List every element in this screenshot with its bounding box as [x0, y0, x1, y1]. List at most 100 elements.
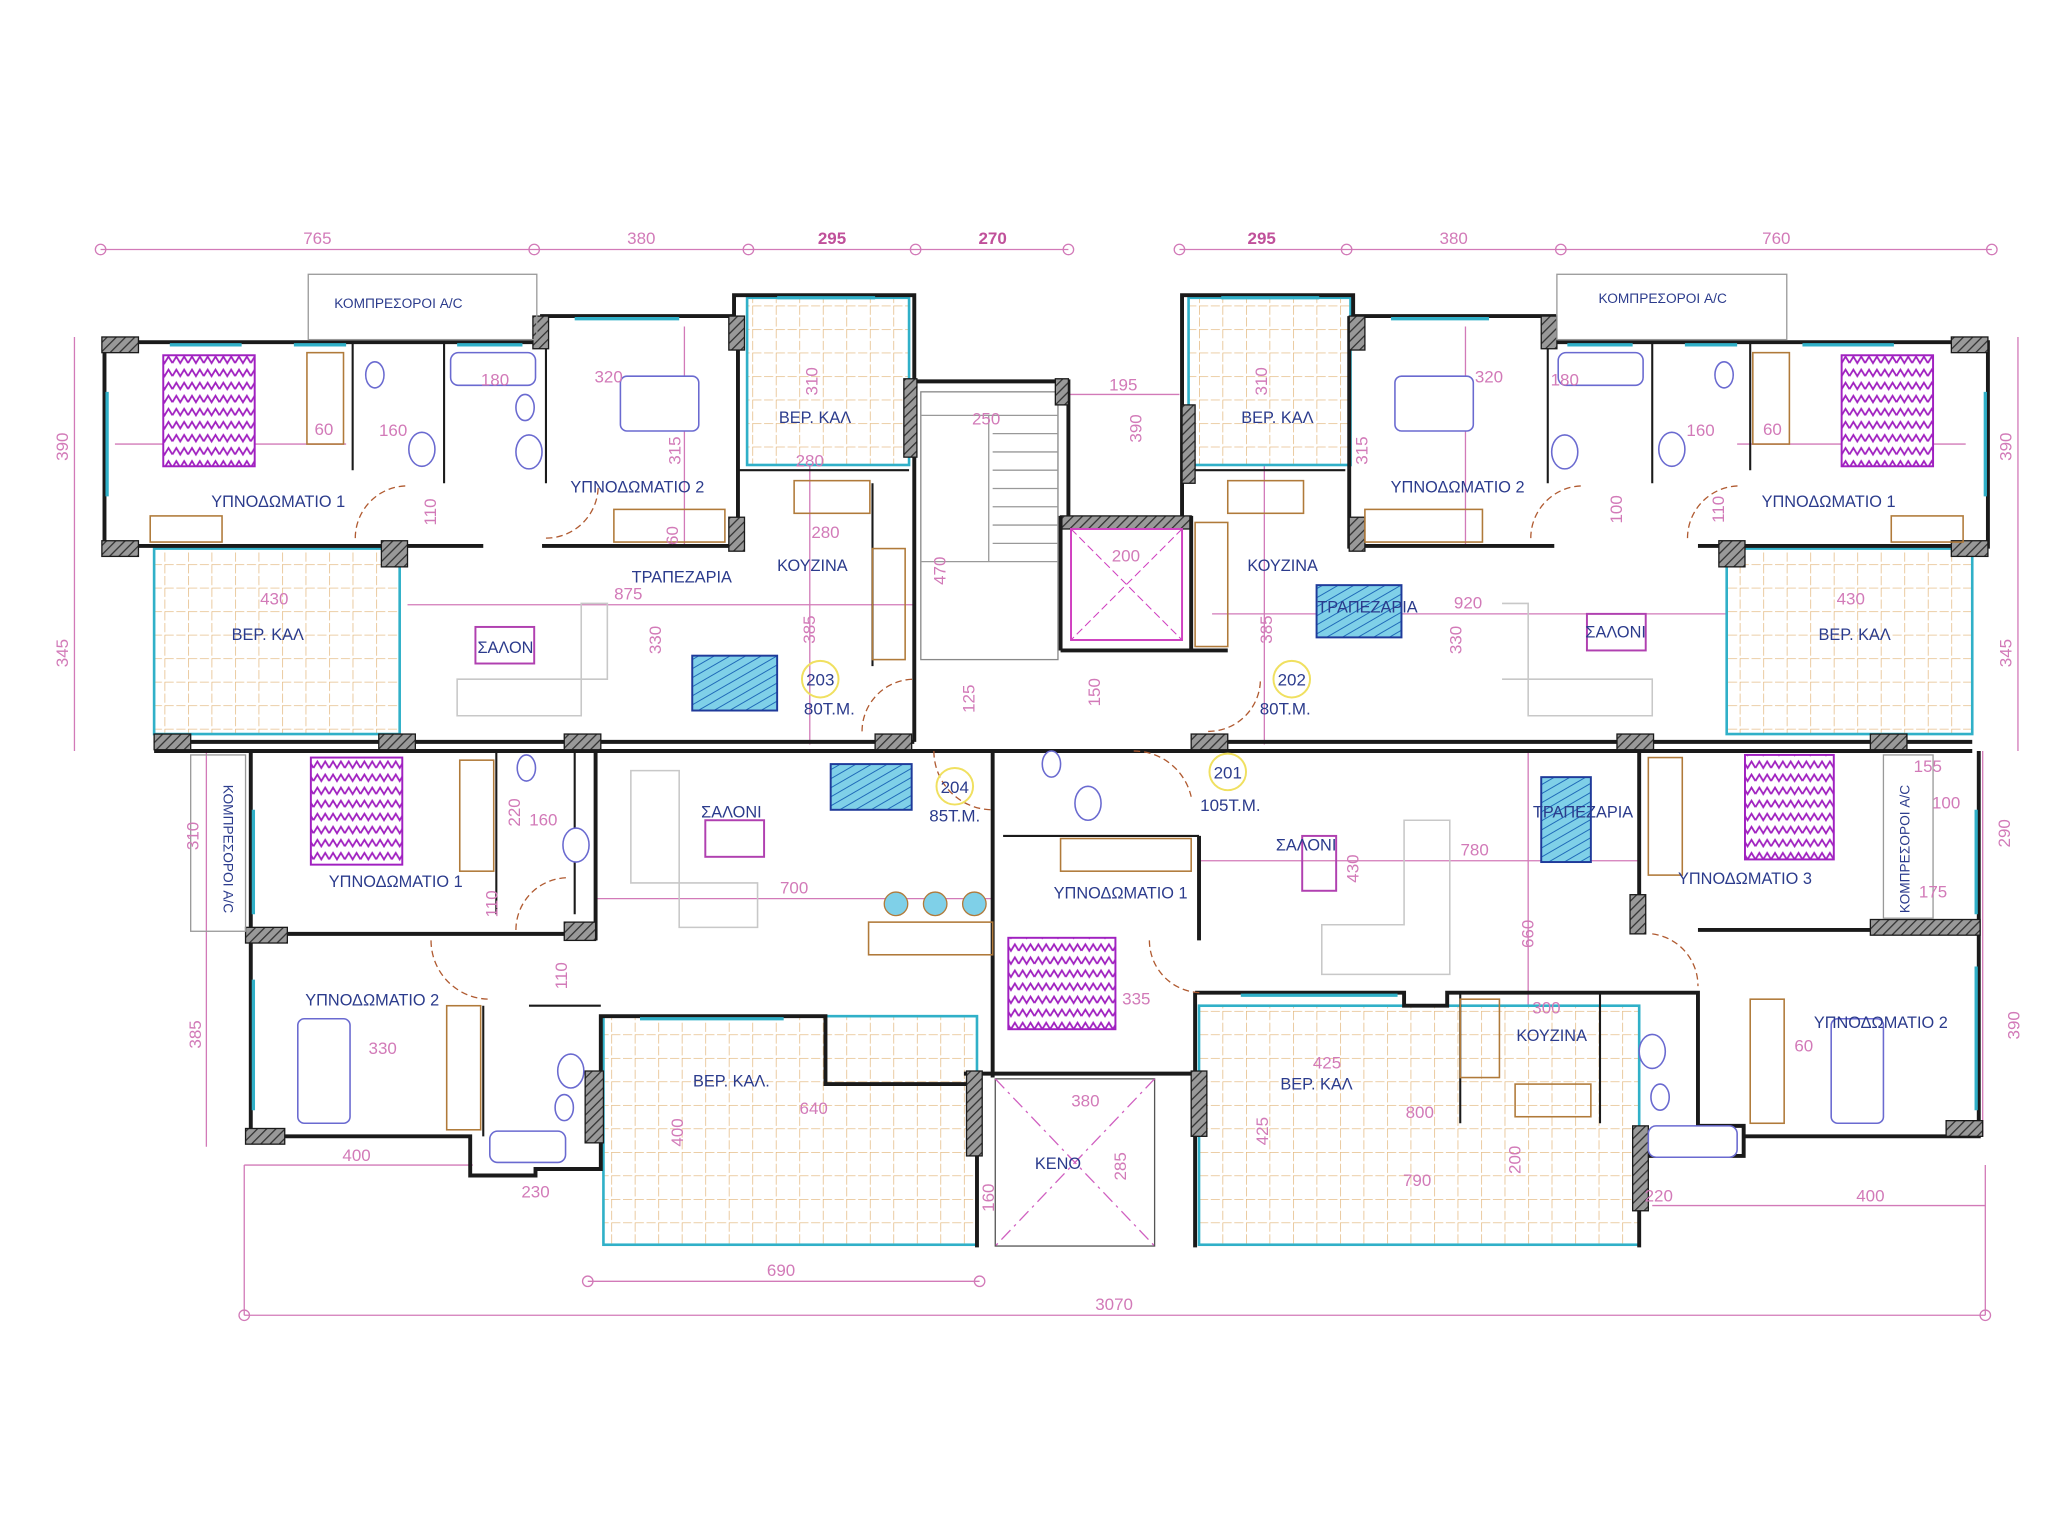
dimension: 425 — [1313, 1053, 1341, 1072]
dimension: 330 — [369, 1039, 397, 1058]
dimension: 220 — [505, 798, 524, 826]
unit-area: 80Τ.Μ. — [1260, 699, 1311, 718]
room-label: ΒΕΡ. ΚΑΛ — [1280, 1075, 1352, 1093]
ac-label: ΚΟΜΠΡΕΣΟΡΟΙ A/C — [220, 785, 235, 913]
dimension: 270 — [978, 229, 1006, 248]
ac-label: ΚΟΜΠΡΕΣΟΡΟΙ A/C — [1898, 785, 1913, 913]
room-label: ΚΟΥΖΙΝΑ — [777, 557, 848, 575]
dimension: 110 — [552, 962, 571, 989]
unit-number: 201 — [1214, 763, 1242, 782]
dimension: 315 — [665, 436, 684, 464]
dining-table — [691, 654, 779, 712]
room-label: ΣΑΛΟΝΙ — [1585, 623, 1646, 641]
dimension: 160 — [379, 421, 407, 440]
dimension: 200 — [1112, 547, 1140, 566]
unit-number: 204 — [941, 778, 969, 797]
dimension: 110 — [483, 890, 502, 917]
single-bed — [1830, 1017, 1885, 1125]
room-label: ΥΠΝΟΔΩΜΑΤΙΟ 1 — [1054, 885, 1188, 903]
stools — [883, 891, 987, 917]
dimension: 690 — [767, 1261, 795, 1280]
dimension: 310 — [1252, 367, 1271, 395]
dimension: 345 — [1996, 639, 2015, 667]
dimension: 60 — [1794, 1036, 1813, 1055]
room-label: ΥΠΝΟΔΩΜΑΤΙΟ 2 — [305, 992, 439, 1010]
balcony-202-right — [1725, 547, 1974, 736]
walls — [101, 273, 1990, 1248]
windows — [105, 296, 1987, 1111]
dimension: 315 — [1353, 436, 1372, 464]
unit-area: 105Τ.Μ. — [1200, 796, 1260, 815]
void-keno — [994, 1078, 1156, 1247]
unit-number: 203 — [806, 671, 834, 690]
dimension: 160 — [529, 810, 557, 829]
dimension: 200 — [1505, 1146, 1524, 1174]
dimension: 390 — [1127, 414, 1146, 442]
dimension: 920 — [1454, 594, 1482, 613]
dimension: 700 — [780, 878, 808, 897]
double-bed — [1744, 753, 1835, 861]
door-swings — [354, 485, 1740, 1000]
room-label: ΤΡΑΠΕΖΑΡΙΑ — [632, 569, 732, 587]
dimension: 780 — [1460, 841, 1488, 860]
dimension: 875 — [614, 585, 642, 604]
room-label: ΥΠΝΟΔΩΜΑΤΙΟ 1 — [329, 873, 463, 891]
room-label: ΥΠΝΟΔΩΜΑΤΙΟ 3 — [1678, 870, 1812, 888]
dimension: 160 — [979, 1184, 998, 1212]
dimension: 180 — [481, 370, 509, 389]
columns — [101, 315, 1989, 1212]
dimension: 220 — [1645, 1187, 1673, 1206]
room-label: ΥΠΝΟΔΩΜΑΤΙΟ 2 — [570, 478, 704, 496]
dimension: 60 — [1763, 420, 1782, 439]
dimension: 280 — [796, 451, 824, 470]
dimension: 390 — [2004, 1011, 2023, 1039]
dimension: 430 — [260, 590, 288, 609]
dimension: 195 — [1109, 376, 1137, 395]
dimension: 295 — [818, 229, 846, 248]
dimension: 155 — [1914, 757, 1942, 776]
dimension: 100 — [1932, 793, 1960, 812]
dimension: 160 — [1686, 421, 1714, 440]
room-label: ΤΡΑΠΕΖΑΡΙΑ — [1533, 804, 1633, 822]
room-label: ΒΕΡ. ΚΑΛ — [1241, 409, 1313, 427]
balcony-201 — [1197, 1004, 1641, 1247]
coffee-table — [474, 625, 536, 665]
sofas — [456, 602, 1654, 976]
dimension: 470 — [931, 557, 950, 585]
ac-enclosure-left — [307, 273, 538, 341]
wardrobes-and-counters — [149, 351, 1964, 1131]
room-label: ΚΟΥΖΙΝΑ — [1516, 1027, 1587, 1045]
unit-number: 202 — [1278, 671, 1306, 690]
double-bed — [1840, 354, 1935, 468]
dimension: 390 — [53, 433, 72, 461]
dimension: 765 — [303, 229, 331, 248]
dimension: 3070 — [1095, 1295, 1133, 1314]
dimension: 150 — [1085, 678, 1104, 706]
stair-treads — [920, 414, 1058, 563]
room-label: ΣΑΛΟΝΙ — [701, 804, 762, 822]
room-label: ΥΠΝΟΔΩΜΑΤΙΟ 2 — [1391, 478, 1525, 496]
dimension: 430 — [1343, 854, 1362, 882]
dimension: 385 — [186, 1020, 205, 1048]
dimension: 380 — [627, 229, 655, 248]
dimension: 295 — [1248, 229, 1276, 248]
dimension: 100 — [1607, 495, 1626, 523]
balconies — [152, 296, 1974, 1247]
dimension: 640 — [800, 1099, 828, 1118]
coffee-table — [1301, 834, 1338, 892]
dimension: 330 — [1447, 626, 1466, 654]
double-bed — [309, 756, 404, 866]
single-bed — [297, 1017, 351, 1125]
dimension: 320 — [594, 368, 622, 387]
room-label: ΥΠΝΟΔΩΜΑΤΙΟ 1 — [211, 493, 345, 511]
room-label: ΚΟΥΖΙΝΑ — [1247, 557, 1318, 575]
room-label: ΤΡΑΠΕΖΑΡΙΑ — [1317, 599, 1417, 617]
dimension: 425 — [1253, 1117, 1272, 1145]
single-bed — [1394, 375, 1475, 432]
dimension: 280 — [811, 523, 839, 542]
dining-table — [1315, 584, 1403, 639]
sanitary-fixtures — [364, 351, 1738, 1164]
dimension: 430 — [1837, 590, 1865, 609]
dimension: 230 — [521, 1183, 549, 1202]
ac-enclosure-right — [1556, 273, 1788, 341]
